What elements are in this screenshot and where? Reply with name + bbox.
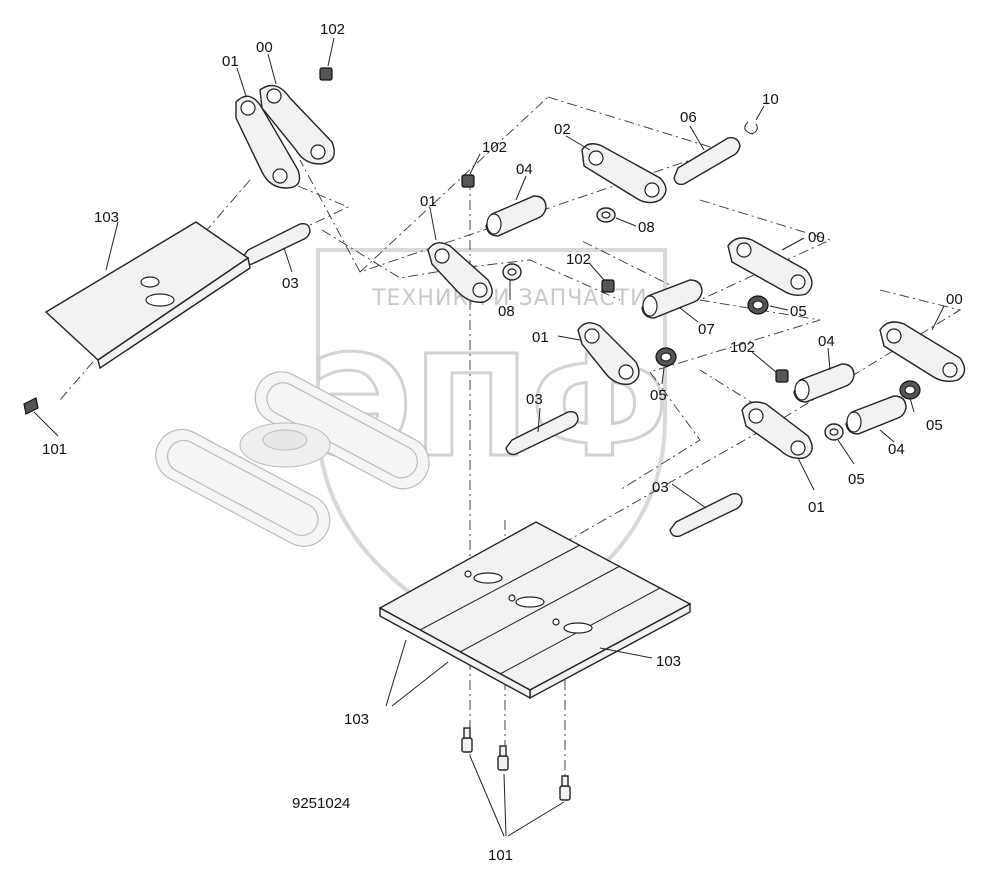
part-label: 07 [698,321,715,338]
part-label: 08 [638,219,655,236]
part-label: 10 [762,91,779,108]
part-label: 05 [848,471,865,488]
nut-icon [461,174,475,188]
bushing-04-top [461,174,547,237]
bottom-bolts [461,727,571,801]
part-label: 03 [652,479,669,496]
track-link-right-group [669,321,966,538]
bolt-icon [23,397,39,415]
part-label: 103 [656,653,681,670]
bolt-icon [461,727,473,753]
part-label: 04 [818,333,835,350]
part-label: 03 [526,391,543,408]
leader-lines [33,37,945,837]
part-label: 01 [222,53,239,70]
drawing-number: 9251024 [292,795,350,812]
part-label: 08 [498,303,515,320]
track-link-center [505,322,677,456]
undercarriage-illustration [155,371,430,547]
track-link-02-group [581,121,758,223]
bolt-icon [497,745,509,771]
part-label: 03 [282,275,299,292]
track-link-top-left [235,67,335,189]
part-label: 00 [808,229,825,246]
part-label: 05 [650,387,667,404]
part-label: 101 [42,441,67,458]
part-label: 01 [808,499,825,516]
part-label: 102 [730,339,755,356]
track-link-00-right [641,237,813,319]
nut-icon [775,369,789,383]
part-label: 103 [344,711,369,728]
watermark-company-text: ТЕХНИКА И ЗАПЧАСТИ [371,286,648,311]
part-label: 102 [566,251,591,268]
part-label: 00 [256,39,273,56]
part-label: 06 [680,109,697,126]
part-label: 101 [488,847,513,864]
part-label: 102 [320,21,345,38]
part-label: 00 [946,291,963,308]
part-label: 04 [516,161,533,178]
part-label: 102 [482,139,507,156]
part-label: 103 [94,209,119,226]
nut-icon [319,67,333,81]
part-label: 01 [532,329,549,346]
part-labels: 01 00 102 02 06 10 102 04 01 08 00 102 0… [42,21,963,864]
part-label: 05 [926,417,943,434]
track-link-center-left [427,242,615,303]
part-label: 02 [554,121,571,138]
part-label: 01 [420,193,437,210]
shoe-plates-bottom [378,521,692,700]
shoe-plate-top-left [23,221,311,415]
part-label: 04 [888,441,905,458]
bolt-icon [559,775,571,801]
part-label: 05 [790,303,807,320]
nut-icon [601,279,615,293]
